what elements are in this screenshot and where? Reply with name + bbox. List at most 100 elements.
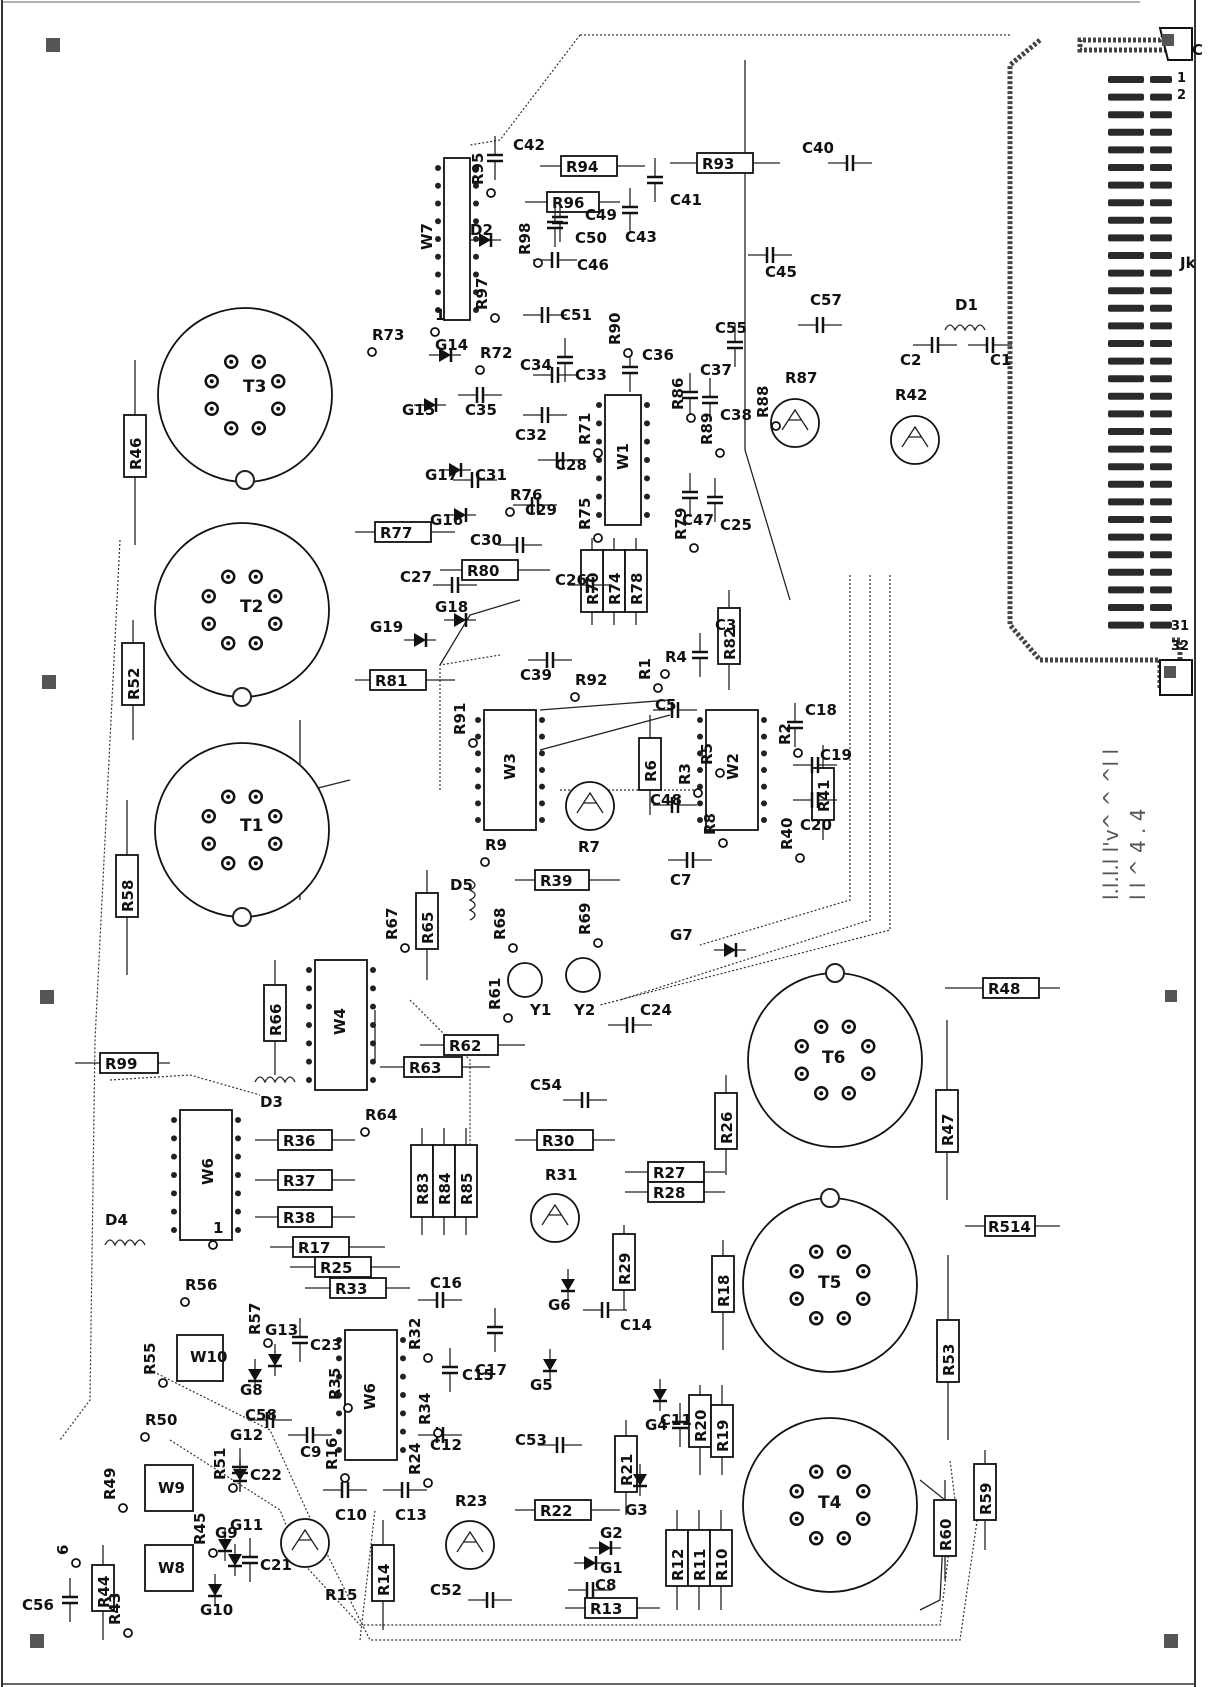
svg-text:W6: W6 — [361, 1383, 379, 1410]
ic-pin — [644, 475, 650, 482]
edge-connector: C Jk 1 2 31 32 — [1007, 27, 1203, 696]
ic-pin — [539, 717, 545, 723]
svg-text:R21: R21 — [618, 1454, 636, 1486]
resistor-r21: R21 — [614, 1420, 638, 1515]
pad-label: R89 — [698, 413, 725, 458]
resistor-r38: R38 — [255, 1206, 355, 1228]
svg-text:R56: R56 — [185, 1276, 217, 1294]
capacitor: C41 — [647, 158, 702, 209]
svg-text:R71: R71 — [576, 413, 594, 445]
ic-pin — [473, 182, 479, 189]
resistor-r27: R27 — [625, 1161, 725, 1183]
ic-pin — [473, 200, 479, 207]
transformer-t2: T2 — [154, 522, 330, 707]
connector-finger — [1150, 216, 1172, 224]
svg-text:R12: R12 — [669, 1549, 687, 1581]
svg-text:R93: R93 — [702, 155, 734, 173]
pad-label: R8 — [701, 813, 728, 848]
capacitor: C38 — [702, 378, 752, 424]
resistor-r36: R36 — [255, 1129, 355, 1151]
transformers: T3 T2 T1 T6 T5 T4 — [154, 307, 923, 1593]
resistor-r33: R33 — [305, 1277, 410, 1299]
svg-text:T4: T4 — [818, 1493, 842, 1513]
svg-text:R34: R34 — [416, 1393, 434, 1425]
ic-pin — [171, 1153, 177, 1160]
ic-pin — [370, 1058, 376, 1065]
svg-text:W7: W7 — [418, 223, 436, 250]
annotation-line-1: l.l.l.l l'v^ ^ ^l l — [1099, 749, 1123, 900]
svg-text:W8: W8 — [158, 1559, 185, 1577]
svg-text:R42: R42 — [895, 386, 927, 404]
capacitor-label: C33 — [575, 366, 607, 384]
ic-pin — [644, 402, 650, 408]
capacitor-label: C8 — [595, 1576, 616, 1594]
svg-text:R63: R63 — [409, 1059, 441, 1077]
capacitor: C55 — [715, 319, 747, 367]
svg-text:R65: R65 — [419, 912, 437, 944]
connector-finger — [1108, 586, 1144, 594]
ic-pin — [473, 271, 479, 278]
svg-text:R4: R4 — [665, 648, 687, 666]
diode-label: G11 — [230, 1516, 263, 1534]
crystals: Y1 Y2 — [507, 957, 601, 1019]
ic-pin — [596, 493, 602, 500]
diode-label: G12 — [230, 1426, 263, 1444]
resistor-r29: R29 — [612, 1225, 636, 1310]
svg-text:R22: R22 — [540, 1502, 572, 1520]
ic-pin — [370, 1022, 376, 1028]
ic-pin — [306, 1077, 312, 1083]
resistor-r12: R12 — [665, 1510, 689, 1610]
resistor-r52: R52 — [121, 620, 145, 740]
svg-text:R8: R8 — [701, 813, 719, 835]
svg-text:R36: R36 — [283, 1132, 315, 1150]
pad-label: R16 — [323, 1438, 350, 1483]
capacitor-label: C3 — [715, 616, 736, 634]
capacitor-label: C42 — [513, 136, 545, 154]
resistors: R94 R93 R96 R46 R77 R80 R52 R81 R82 R58 … — [75, 152, 1060, 1640]
svg-text:R80: R80 — [467, 562, 499, 580]
svg-text:R95: R95 — [469, 153, 487, 185]
connector-finger — [1150, 516, 1172, 523]
ic-w8: W8 — [144, 1544, 194, 1592]
svg-text:R16: R16 — [323, 1438, 341, 1470]
ic-pin — [235, 1135, 241, 1142]
pad-label: 6 — [54, 1545, 81, 1568]
capacitor-label: C39 — [520, 666, 552, 684]
resistor-r28: R28 — [625, 1181, 725, 1203]
svg-text:R92: R92 — [575, 671, 607, 689]
resistor-r30: R30 — [515, 1129, 615, 1151]
connector-finger — [1150, 621, 1172, 629]
svg-text:R88: R88 — [754, 386, 772, 418]
svg-text:R96: R96 — [552, 194, 584, 212]
ic-pin — [336, 1355, 342, 1362]
svg-text:W1: W1 — [614, 443, 632, 470]
svg-text:R28: R28 — [653, 1184, 685, 1202]
ic-pin — [596, 512, 602, 518]
svg-text:R94: R94 — [566, 158, 598, 176]
svg-text:R9: R9 — [485, 836, 507, 854]
diode: G3 — [625, 1464, 648, 1519]
capacitor: C25 — [707, 478, 752, 534]
ic-pin — [539, 817, 545, 823]
ic-pin — [697, 717, 703, 723]
svg-text:R2: R2 — [776, 723, 794, 745]
diode-label: G13 — [265, 1321, 298, 1339]
capacitor-label: C35 — [465, 401, 497, 419]
svg-text:R53: R53 — [940, 1344, 958, 1376]
svg-text:R82: R82 — [721, 628, 739, 660]
capacitor-label: C52 — [430, 1581, 462, 1599]
svg-text:R38: R38 — [283, 1209, 315, 1227]
svg-text:R23: R23 — [455, 1492, 487, 1510]
diode: G9 — [215, 1524, 242, 1576]
connector-finger — [1108, 181, 1144, 189]
svg-text:R10: R10 — [713, 1549, 731, 1581]
capacitor-label: C26 — [555, 571, 587, 589]
resistor-r83: R83 — [410, 1128, 434, 1235]
connector-finger — [1108, 322, 1144, 330]
capacitor-label: C54 — [530, 1076, 562, 1094]
capacitor-label: C23 — [310, 1336, 342, 1354]
capacitor-label: C48 — [650, 791, 682, 809]
capacitor: C1 — [968, 337, 1012, 369]
